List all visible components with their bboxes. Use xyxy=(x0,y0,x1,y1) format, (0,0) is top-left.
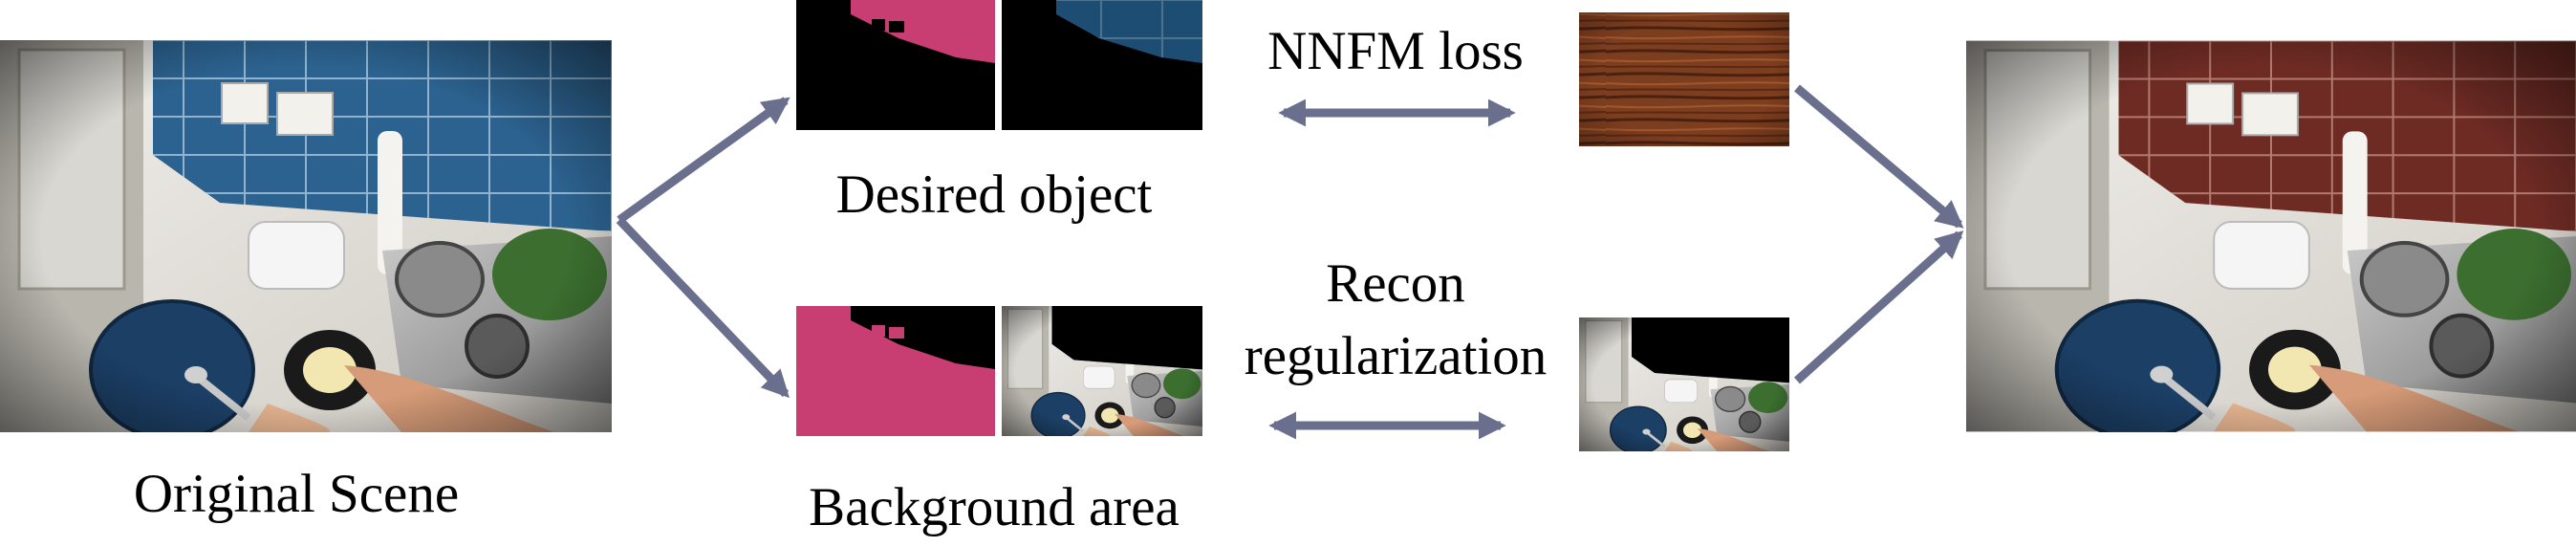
arrow-to-desired-object xyxy=(617,97,790,224)
desired-object-feature xyxy=(1002,0,1202,130)
original-scene-label: Original Scene xyxy=(133,464,460,524)
recon-label-line1: Recon xyxy=(1326,253,1465,314)
background-area-image xyxy=(1002,306,1202,436)
arrow-from-texture xyxy=(1794,84,1964,229)
nnfm-loss-label: NNFM loss xyxy=(1267,21,1524,81)
stylized-result-image xyxy=(1966,41,2576,439)
background-area-mask xyxy=(796,306,995,436)
original-scene-image xyxy=(0,40,612,439)
arrow-to-background-area xyxy=(616,216,790,399)
style-texture-image xyxy=(1579,12,1789,146)
arrow-from-recon xyxy=(1793,230,1964,384)
desired-object-label: Desired object xyxy=(835,164,1153,225)
desired-object-mask xyxy=(796,0,995,130)
recon-target-image xyxy=(1579,317,1789,451)
recon-label-line2: regularization xyxy=(1244,326,1548,386)
background-area-label: Background area xyxy=(809,477,1180,537)
